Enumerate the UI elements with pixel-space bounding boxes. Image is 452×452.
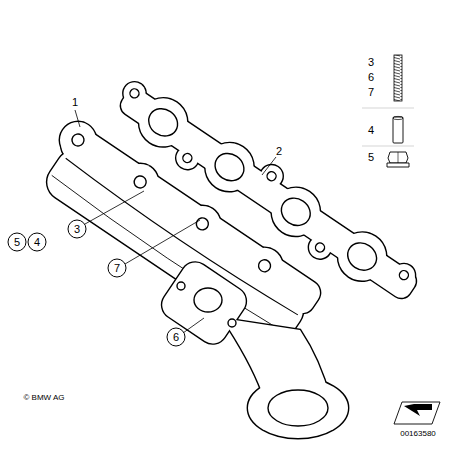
callout-number: 2 (276, 146, 282, 157)
callout-number: 3 (68, 220, 87, 239)
nut (388, 152, 408, 163)
callout-number: 6 (167, 328, 186, 347)
gasket (106, 71, 427, 312)
stud (394, 55, 402, 101)
callout-number: 4 (28, 233, 47, 252)
callout-number: 5 (368, 152, 374, 163)
callout-number: 5 (8, 233, 27, 252)
callout-number: 3 (368, 57, 374, 68)
callout-number: 7 (108, 259, 127, 278)
leader-lines (75, 110, 276, 333)
callout-number: 4 (368, 125, 374, 136)
drawing-number: 00163580 (400, 430, 436, 438)
callout-number: 6 (368, 72, 374, 83)
hardware-column (362, 55, 414, 167)
view-arrow-icon (394, 402, 440, 424)
callout-number: 1 (72, 97, 78, 108)
copyright-note: © BMW AG (23, 394, 64, 402)
callout-number: 7 (368, 87, 374, 98)
sleeve (393, 117, 403, 143)
manifold (30, 115, 348, 438)
